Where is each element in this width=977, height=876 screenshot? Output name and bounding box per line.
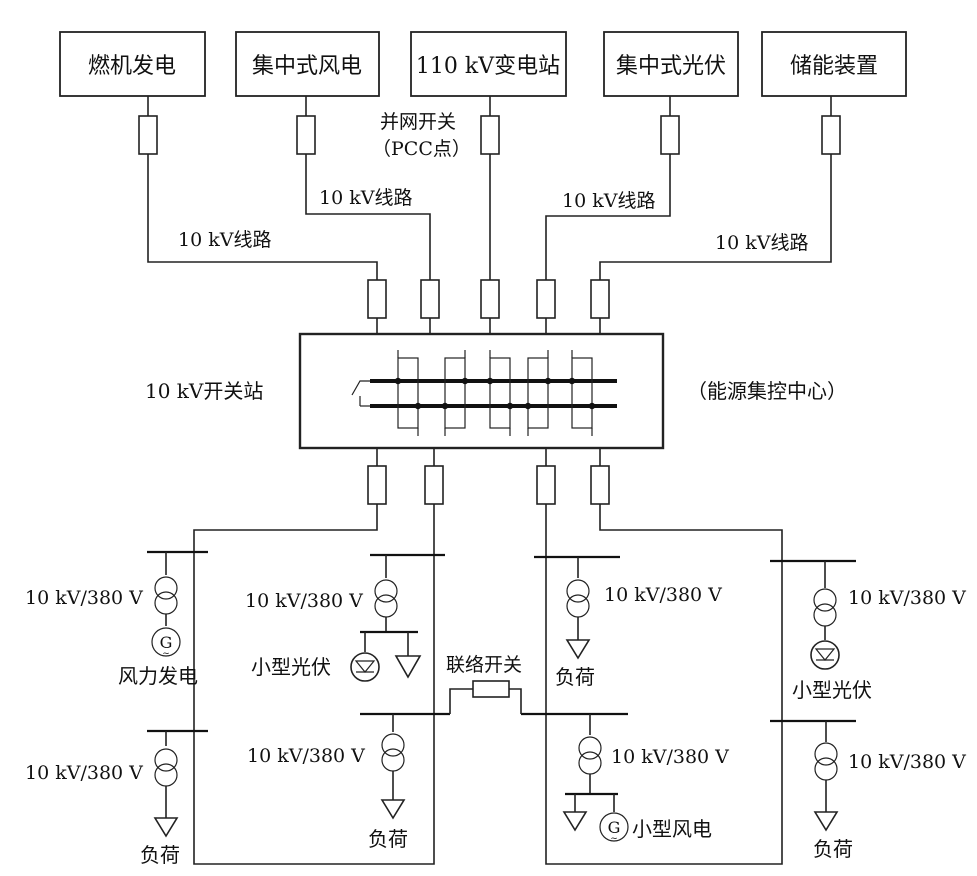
- breaker-icon: [536, 279, 556, 319]
- small-wind-label: 小型风电: [632, 817, 712, 841]
- transformer-icon: [374, 579, 398, 618]
- breaker-icon: [472, 680, 510, 698]
- source-gas-label: 燃机发电: [88, 54, 176, 79]
- breaker-icon: [536, 465, 556, 505]
- transformer-t5: 10 kV/380 V 负荷: [555, 557, 722, 689]
- breaker-icon: [590, 279, 610, 319]
- t4-label: 10 kV/380 V: [247, 745, 365, 767]
- station-label: 10 kV开关站: [145, 379, 263, 403]
- breaker-icon: [590, 465, 610, 505]
- small-pv-right-label: 小型光伏: [792, 678, 872, 702]
- transformer-t4: 10 kV/380 V 负荷: [247, 714, 408, 851]
- control-center-label: （能源集控中心）: [687, 379, 847, 403]
- source-substation-label: 110 kV变电站: [416, 54, 560, 79]
- pv-icon: [810, 640, 840, 670]
- breaker-icon: [821, 115, 841, 155]
- svg-text:~: ~: [162, 649, 170, 659]
- transformer-icon: [154, 576, 178, 615]
- load-d-label: 负荷: [813, 837, 853, 861]
- station-bays: [397, 350, 593, 436]
- svg-text:G: G: [608, 818, 621, 837]
- line-label-wind: 10 kV线路: [319, 187, 412, 209]
- transformer-icon: [566, 579, 590, 618]
- t6-label: 10 kV/380 V: [611, 746, 729, 768]
- wind-gen-label: 风力发电: [118, 664, 198, 688]
- load-c-label: 负荷: [555, 665, 595, 689]
- line-label-pv: 10 kV线路: [562, 190, 655, 212]
- load-a-label: 负荷: [140, 843, 180, 867]
- t2-label: 10 kV/380 V: [25, 762, 143, 784]
- switch-station: [298, 332, 665, 450]
- pcc-label-line2: （PCC点）: [372, 138, 471, 160]
- breaker-icon: [296, 115, 316, 155]
- pcc-label-line1: 并网开关: [380, 111, 456, 133]
- load-b-label: 负荷: [368, 827, 408, 851]
- breaker-icon: [367, 279, 387, 319]
- source-gas: 燃机发电: [59, 31, 206, 97]
- generator-icon: G ~: [599, 812, 629, 844]
- source-substation: 110 kV变电站: [410, 31, 567, 97]
- load-triangle-icon: [562, 811, 588, 832]
- bus-junctions: [394, 377, 596, 410]
- station-top-breakers: [367, 279, 610, 334]
- station-bottom-breakers: [367, 448, 610, 505]
- load-triangle-icon: [380, 799, 406, 820]
- t8-label: 10 kV/380 V: [848, 751, 966, 773]
- t7-label: 10 kV/380 V: [848, 587, 966, 609]
- t3-label: 10 kV/380 V: [245, 590, 363, 612]
- line-label-gas: 10 kV线路: [178, 229, 271, 251]
- breaker-icon: [424, 465, 444, 505]
- transformer-t7: 10 kV/380 V 小型光伏: [792, 561, 966, 702]
- source-storage-label: 储能装置: [790, 54, 878, 79]
- load-triangle-icon: [565, 639, 591, 660]
- distribution-feeders: [193, 504, 783, 865]
- tie-switch-label: 联络开关: [446, 654, 522, 676]
- source-drop-lines: [147, 96, 832, 116]
- transformer-t6: G ~ 10 kV/380 V 小型风电: [562, 714, 729, 844]
- transformer-t2: 10 kV/380 V 负荷: [25, 731, 180, 867]
- transformer-t3: 10 kV/380 V 小型光伏: [245, 555, 422, 682]
- source-wind-label: 集中式风电: [252, 54, 362, 79]
- feeder-lines: [147, 154, 832, 280]
- small-pv-left-label: 小型光伏: [251, 655, 331, 679]
- svg-text:G: G: [160, 633, 173, 652]
- load-triangle-icon: [813, 811, 839, 832]
- source-pv-label: 集中式光伏: [616, 54, 726, 79]
- source-storage: 储能装置: [761, 31, 907, 97]
- breaker-icon: [420, 279, 440, 319]
- breaker-icon: [660, 115, 680, 155]
- source-pv: 集中式光伏: [603, 31, 739, 97]
- pv-icon: [350, 652, 380, 682]
- transformer-icon: [814, 742, 838, 781]
- t5-label: 10 kV/380 V: [604, 584, 722, 606]
- lv-buses: [147, 550, 856, 733]
- breaker-icon: [138, 115, 158, 155]
- line-label-storage: 10 kV线路: [715, 232, 808, 254]
- transformer-icon: [813, 588, 837, 627]
- transformer-icon: [381, 733, 405, 772]
- svg-text:~: ~: [610, 834, 618, 844]
- upper-breakers: [138, 115, 841, 155]
- transformer-icon: [578, 736, 602, 775]
- t1-label: 10 kV/380 V: [25, 587, 143, 609]
- source-wind: 集中式风电: [235, 31, 380, 97]
- transformer-t8: 10 kV/380 V 负荷: [813, 721, 966, 861]
- breaker-icon: [480, 279, 500, 319]
- load-triangle-icon: [153, 817, 179, 838]
- load-triangle-icon: [394, 655, 422, 679]
- breaker-icon: [367, 465, 387, 505]
- tie-switch: 联络开关: [446, 654, 522, 714]
- transformer-t1: G ~ 10 kV/380 V 风力发电: [25, 552, 198, 688]
- generator-icon: G ~: [151, 627, 181, 659]
- breaker-icon: [480, 115, 500, 155]
- transformer-icon: [154, 748, 178, 787]
